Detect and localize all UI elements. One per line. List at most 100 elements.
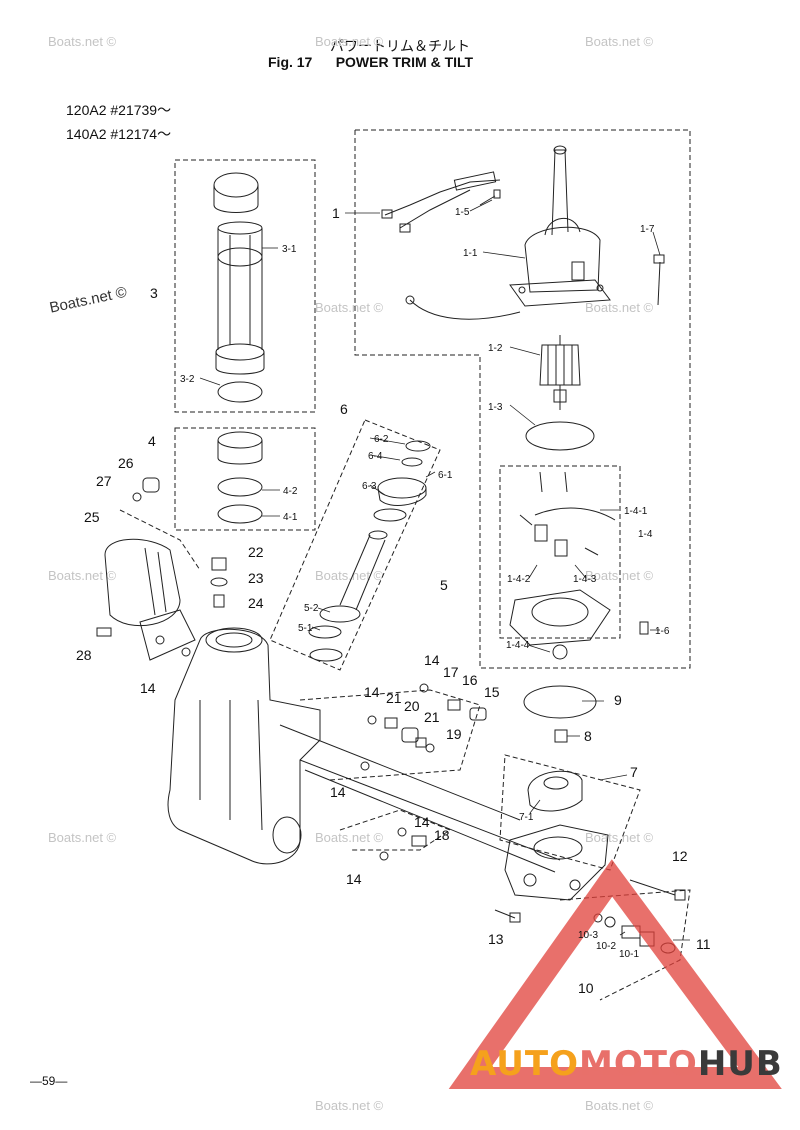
- callout-7-1: 7-1: [519, 812, 534, 823]
- trim-ram-washer: [401, 457, 423, 467]
- callout-14: 14: [346, 871, 362, 887]
- figure-number: Fig. 17: [268, 54, 313, 70]
- callout-1-7: 1-7: [640, 224, 655, 235]
- callout-5-2: 5-2: [304, 603, 319, 614]
- callout-1-5: 1-5: [455, 207, 470, 218]
- cover-washer: [132, 492, 142, 502]
- trim-cylinder-assembly: [339, 477, 427, 611]
- oil-pump: [527, 770, 583, 812]
- filler-plug: [211, 557, 227, 571]
- callout-1-4-3: 1-4-3: [573, 574, 597, 585]
- mounting-bolt-28: [96, 627, 112, 637]
- trim-ram-seal-small: [405, 440, 431, 452]
- wire-screw: [479, 189, 501, 206]
- callout-6: 6: [340, 401, 348, 417]
- watermark: Boats.net ©: [48, 34, 117, 49]
- wire-harness: [381, 171, 521, 320]
- callout-28: 28: [76, 647, 92, 663]
- callout-4-1: 4-1: [283, 512, 298, 523]
- callout-10-2: 10-2: [596, 941, 616, 952]
- watermark: Boats.net ©: [48, 568, 117, 583]
- page-title: Fig. 17 POWER TRIM & TILT: [268, 54, 473, 70]
- callout-26: 26: [118, 455, 134, 471]
- serial-range-120a2: 120A2 #21739～: [66, 102, 172, 118]
- pump-housing: [504, 824, 609, 901]
- callout-8: 8: [584, 728, 592, 744]
- callout-10-3: 10-3: [578, 930, 598, 941]
- callout-16: 16: [462, 672, 478, 688]
- callout-27: 27: [96, 473, 112, 489]
- trim-o-ring-lower: [309, 648, 343, 662]
- callout-24: 24: [248, 595, 264, 611]
- callout-12: 12: [672, 848, 688, 864]
- callout-13: 13: [488, 931, 504, 947]
- watermark: Boats.net ©: [48, 830, 117, 845]
- watermark: Boats.net ©: [315, 34, 384, 49]
- tilt-cylinder: [213, 172, 265, 375]
- watermark: Boats.net ©: [315, 830, 384, 845]
- callout-1-2: 1-2: [488, 343, 503, 354]
- motor-bolt: [653, 254, 665, 306]
- cylinder-cap: [217, 431, 263, 465]
- armature: [539, 335, 581, 410]
- callout-1-3: 1-3: [488, 402, 503, 413]
- pump-bolt-13: [494, 909, 521, 923]
- trim-tilt-cylinder-body: [139, 609, 321, 865]
- watermark: Boats.net ©: [315, 300, 384, 315]
- callout-1-4-4: 1-4-4: [506, 640, 530, 651]
- callout-5-1: 5-1: [298, 623, 313, 634]
- callout-14: 14: [424, 652, 440, 668]
- callout-1-4-2: 1-4-2: [507, 574, 531, 585]
- watermark: Boats.net ©: [585, 1098, 654, 1113]
- callout-6-3: 6-3: [362, 481, 377, 492]
- logo-part-hub: HUB: [697, 1044, 783, 1084]
- cover-grommet: [142, 477, 160, 493]
- pump-tubes: [279, 724, 561, 873]
- callout-6-1: 6-1: [438, 470, 453, 481]
- callout-14: 14: [330, 784, 346, 800]
- callout-25: 25: [84, 509, 100, 525]
- callout-1: 1: [332, 205, 340, 221]
- page-number: —59—: [30, 1074, 68, 1088]
- piston-o-ring-small: [308, 625, 342, 639]
- callout-14: 14: [414, 814, 430, 830]
- plug-o-ring: [210, 577, 228, 587]
- callout-3-2: 3-2: [180, 374, 195, 385]
- trim-ram-o-ring: [373, 508, 407, 522]
- callout-6-2: 6-2: [374, 434, 389, 445]
- callout-4: 4: [148, 433, 156, 449]
- piston-ring: [319, 605, 361, 623]
- cap-o-ring-large: [217, 504, 263, 524]
- trim-tab-cover: [104, 538, 181, 627]
- callout-22: 22: [248, 544, 264, 560]
- logo-part-moto: MOTO: [578, 1044, 698, 1084]
- watermark: Boats.net ©: [585, 34, 654, 49]
- callout-7: 7: [630, 764, 638, 780]
- callout-1-1: 1-1: [463, 248, 478, 259]
- callout-5: 5: [440, 577, 448, 593]
- callout-10-1: 10-1: [619, 949, 639, 960]
- watermark: Boats.net ©: [585, 568, 654, 583]
- callout-1-4-1: 1-4-1: [624, 506, 648, 517]
- brush-holder-screw: [639, 621, 649, 635]
- callout-23: 23: [248, 570, 264, 586]
- logo-part-auto: AUTO: [470, 1044, 579, 1084]
- callout-15: 15: [484, 684, 500, 700]
- watermark: Boats.net ©: [585, 300, 654, 315]
- callout-1-4: 1-4: [638, 529, 653, 540]
- pump-bolt-12: [629, 879, 686, 901]
- filter: [554, 729, 568, 743]
- watermark: Boats.net ©: [315, 1098, 384, 1113]
- brush-holder-washer: [552, 644, 568, 660]
- manual-valve: [213, 594, 225, 608]
- brush-holder: [509, 471, 616, 646]
- callout-labels: 1 1-5 1-1 1-7 1-2 1-3 1-4-1 1-4 1-4-2 1-…: [76, 205, 711, 996]
- callout-17: 17: [443, 664, 459, 680]
- callout-21: 21: [424, 709, 440, 725]
- piston-o-ring: [217, 381, 263, 403]
- callout-20: 20: [404, 698, 420, 714]
- automotohub-logo: AUTOMOTOHUB: [470, 1044, 783, 1084]
- callout-4-2: 4-2: [283, 486, 298, 497]
- trim-motor: [509, 145, 611, 307]
- callout-14: 14: [140, 680, 156, 696]
